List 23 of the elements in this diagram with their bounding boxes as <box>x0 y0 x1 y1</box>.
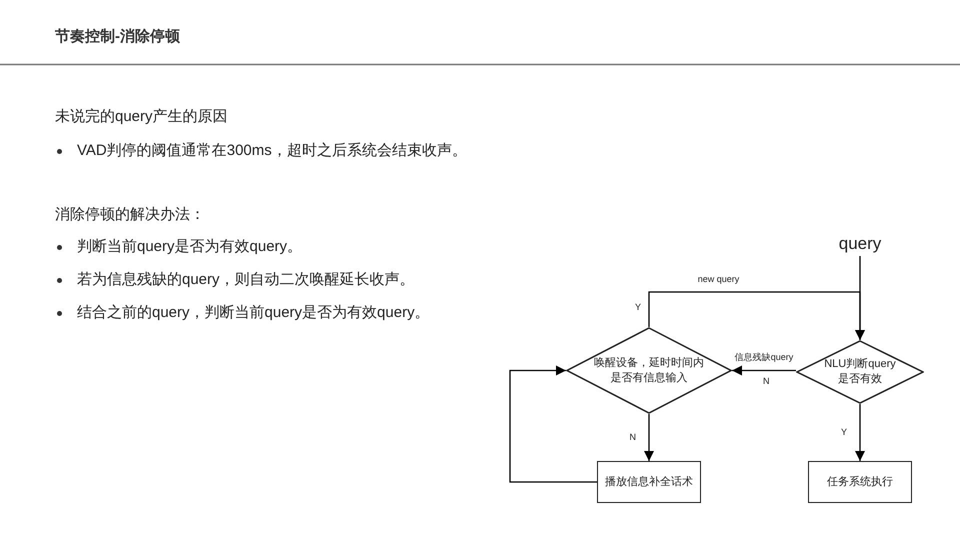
process-box: 播放信息补全话术 <box>597 461 701 503</box>
slide-title: 节奏控制-消除停顿 <box>55 27 180 46</box>
bullet-text: 判断当前query是否为有效query。 <box>77 237 302 257</box>
bullet-text: VAD判停的阈值通常在300ms，超时之后系统会结束收声。 <box>77 141 467 161</box>
branch-label: N <box>763 376 770 386</box>
bullet-text: 若为信息残缺的query，则自动二次唤醒延长收声。 <box>77 270 415 290</box>
arrow <box>644 414 654 461</box>
query-label: query <box>830 232 890 256</box>
edge-label: 信息残缺query <box>734 350 794 364</box>
branch-label: Y <box>635 302 642 312</box>
bullet-text: 结合之前的query，判断当前query是否为有效query。 <box>77 303 430 323</box>
text-line: 未说完的query产生的原因 <box>55 107 228 127</box>
decision-diamond: 唤醒设备，延时时间内是否有信息输入 <box>566 327 732 414</box>
edge-label: N <box>628 432 637 442</box>
process-box: 任务系统执行 <box>808 461 912 503</box>
edge-label: new query <box>696 274 740 284</box>
edge-label: Y <box>840 426 848 436</box>
arrow <box>855 404 865 461</box>
arrow <box>732 366 796 376</box>
arrow <box>509 366 597 483</box>
arrow <box>648 291 865 340</box>
text-line: 消除停顿的解决办法： <box>55 205 205 225</box>
decision-diamond: NLU判断query是否有效 <box>796 340 924 404</box>
